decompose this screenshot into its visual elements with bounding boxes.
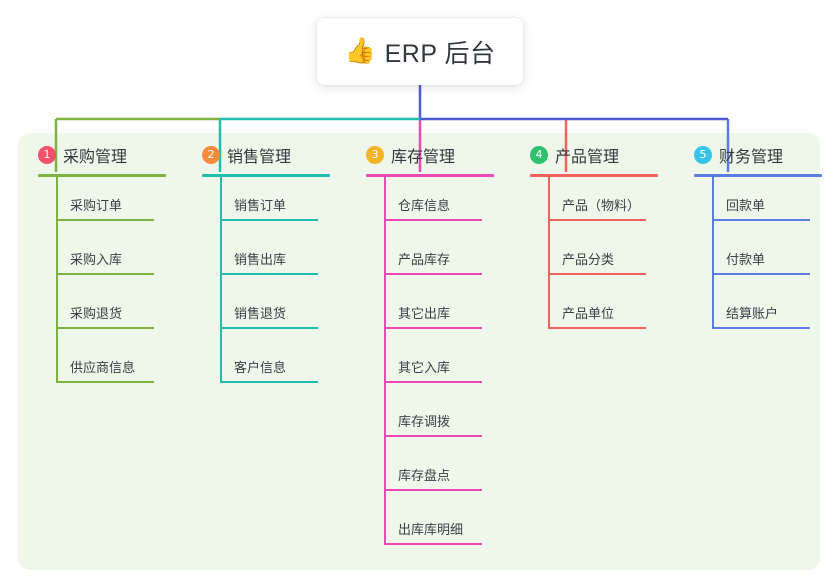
thumbs-up-icon: 👍 [344, 37, 376, 65]
menu-item[interactable]: 回款单 [712, 195, 812, 227]
menu-item[interactable]: 采购入库 [56, 249, 156, 281]
menu-item-underline [384, 381, 482, 383]
category-column-1: 1 采购管理采购订单采购入库采购退货供应商信息 [18, 133, 182, 570]
menu-item-label: 销售订单 [234, 198, 287, 213]
menu-item-underline [384, 543, 482, 545]
category-number-badge: 3 [366, 146, 384, 164]
category-header-3[interactable]: 3 库存管理 [366, 143, 455, 167]
category-spine [548, 177, 550, 329]
menu-item-underline [384, 435, 482, 437]
diagram-background-panel [18, 133, 820, 570]
category-title: 销售管理 [227, 149, 292, 166]
menu-item-underline [56, 219, 154, 221]
category-spine [56, 177, 58, 383]
category-title: 采购管理 [63, 149, 128, 166]
menu-item[interactable]: 产品分类 [548, 249, 648, 281]
category-title: 库存管理 [391, 149, 456, 166]
menu-item-label: 其它入库 [398, 360, 451, 375]
menu-item[interactable]: 产品单位 [548, 303, 648, 335]
menu-item[interactable]: 客户信息 [220, 357, 320, 389]
menu-item[interactable]: 销售订单 [220, 195, 320, 227]
category-spine [712, 177, 714, 329]
category-number-badge: 2 [202, 146, 220, 164]
category-underline [202, 174, 330, 177]
menu-item-label: 产品库存 [398, 252, 451, 267]
menu-item-underline [220, 327, 318, 329]
menu-item-label: 产品分类 [562, 252, 615, 267]
menu-item[interactable]: 采购订单 [56, 195, 156, 227]
category-title: 财务管理 [719, 149, 784, 166]
menu-item[interactable]: 库存盘点 [384, 465, 484, 497]
category-underline [530, 174, 658, 177]
menu-item-label: 产品（物料） [562, 198, 641, 213]
root-node-title: ERP 后台 [384, 39, 496, 68]
menu-item[interactable]: 仓库信息 [384, 195, 484, 227]
menu-item-label: 付款单 [726, 252, 766, 267]
menu-item-underline [220, 219, 318, 221]
category-header-2[interactable]: 2 销售管理 [202, 143, 291, 167]
category-column-2: 2 销售管理销售订单销售出库销售退货客户信息 [182, 133, 346, 570]
menu-item-underline [384, 219, 482, 221]
menu-item-underline [548, 327, 646, 329]
category-underline [694, 174, 822, 177]
category-number-badge: 1 [38, 146, 56, 164]
menu-item-label: 回款单 [726, 198, 766, 213]
category-column-5: 5 财务管理回款单付款单结算账户 [674, 133, 838, 570]
category-header-5[interactable]: 5 财务管理 [694, 143, 783, 167]
menu-item[interactable]: 其它入库 [384, 357, 484, 389]
menu-item-label: 客户信息 [234, 360, 287, 375]
menu-item-label: 其它出库 [398, 306, 451, 321]
menu-item-label: 采购订单 [70, 198, 123, 213]
menu-item-label: 采购入库 [70, 252, 123, 267]
menu-item[interactable]: 采购退货 [56, 303, 156, 335]
category-columns: 1 采购管理采购订单采购入库采购退货供应商信息 2 销售管理销售订单销售出库销售退货客… [18, 133, 822, 570]
menu-item[interactable]: 销售出库 [220, 249, 320, 281]
menu-item[interactable]: 销售退货 [220, 303, 320, 335]
menu-item-label: 结算账户 [726, 306, 779, 321]
menu-item-label: 出库库明细 [398, 522, 464, 537]
menu-item[interactable]: 结算账户 [712, 303, 812, 335]
menu-item-label: 产品单位 [562, 306, 615, 321]
category-number-badge: 4 [530, 146, 548, 164]
menu-item-underline [712, 219, 810, 221]
category-column-4: 4 产品管理产品（物料） 产品分类产品单位 [510, 133, 674, 570]
menu-item-label: 库存调拨 [398, 414, 451, 429]
menu-item[interactable]: 产品库存 [384, 249, 484, 281]
category-header-4[interactable]: 4 产品管理 [530, 143, 619, 167]
category-column-3: 3 库存管理仓库信息产品库存其它出库其它入库库存调拨库存盘点出库库明细 [346, 133, 510, 570]
menu-item-underline [548, 219, 646, 221]
menu-item-underline [56, 381, 154, 383]
menu-item-label: 销售退货 [234, 306, 287, 321]
menu-item[interactable]: 库存调拨 [384, 411, 484, 443]
menu-item-underline [548, 273, 646, 275]
menu-item-label: 采购退货 [70, 306, 123, 321]
menu-item-label: 供应商信息 [70, 360, 136, 375]
category-spine [384, 177, 386, 545]
menu-item-label: 销售出库 [234, 252, 287, 267]
menu-item-label: 库存盘点 [398, 468, 451, 483]
menu-item[interactable]: 其它出库 [384, 303, 484, 335]
menu-item-underline [384, 489, 482, 491]
menu-item-label: 仓库信息 [398, 198, 451, 213]
category-title: 产品管理 [555, 149, 620, 166]
menu-item-underline [712, 273, 810, 275]
menu-item-underline [220, 381, 318, 383]
category-number-badge: 5 [694, 146, 712, 164]
menu-item-underline [384, 273, 482, 275]
category-underline [366, 174, 494, 177]
menu-item[interactable]: 供应商信息 [56, 357, 156, 389]
menu-item-underline [220, 273, 318, 275]
category-spine [220, 177, 222, 383]
menu-item[interactable]: 产品（物料） [548, 195, 648, 227]
category-header-1[interactable]: 1 采购管理 [38, 143, 127, 167]
menu-item-underline [56, 327, 154, 329]
category-underline [38, 174, 166, 177]
menu-item-underline [56, 273, 154, 275]
menu-item-underline [712, 327, 810, 329]
root-node-erp-backend[interactable]: 👍 ERP 后台 [317, 18, 523, 85]
menu-item[interactable]: 付款单 [712, 249, 812, 281]
menu-item[interactable]: 出库库明细 [384, 519, 484, 551]
menu-item-underline [384, 327, 482, 329]
